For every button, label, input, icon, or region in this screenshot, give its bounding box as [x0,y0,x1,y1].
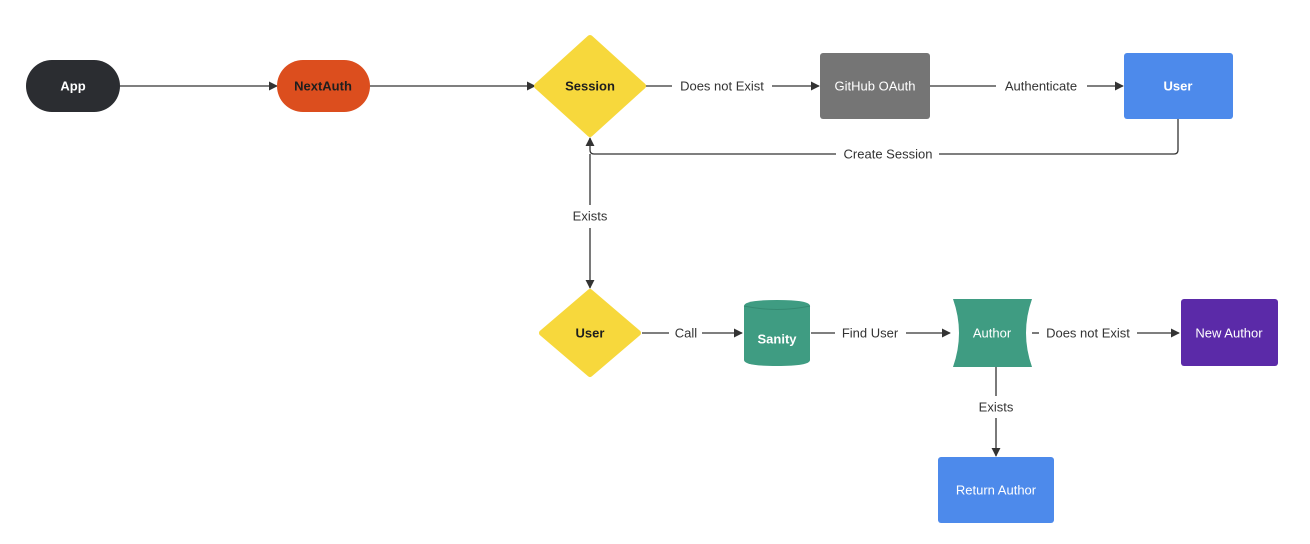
node-user-decision[interactable]: User [539,289,641,377]
node-session[interactable]: Session [534,35,646,137]
edge-create-session-left [585,137,836,155]
node-nextauth[interactable]: NextAuth [277,60,370,112]
node-app-label: App [60,79,85,94]
node-session-label: Session [565,79,615,94]
edge-label-call: Call [675,326,698,341]
node-return-author[interactable]: Return Author [938,457,1054,523]
node-app[interactable]: App [26,60,120,112]
node-nextauth-label: NextAuth [294,79,352,94]
node-nextauth-shape [277,60,370,112]
node-return-author-shape [938,457,1054,523]
node-return-author-label: Return Author [956,483,1037,498]
node-author[interactable]: Author [953,299,1032,367]
edge-label-create-session: Create Session [844,147,933,162]
edge-labels: Does not Exist Authenticate Create Sessi… [573,79,1131,415]
node-new-author-label: New Author [1195,326,1263,341]
node-user-top[interactable]: User [1124,53,1233,119]
edge-label-find-user: Find User [842,326,899,341]
edge-label-does-not-exist: Does not Exist [680,79,764,94]
edge-label-does-not-exist-author: Does not Exist [1046,326,1130,341]
edge-label-authenticate: Authenticate [1005,79,1077,94]
node-sanity[interactable]: Sanity [743,300,811,366]
node-user-decision-shape-round [539,289,641,377]
edge-label-exists: Exists [573,209,608,224]
node-user-decision-label: User [576,326,605,341]
edge-label-exists-author: Exists [979,400,1014,415]
node-user-top-shape [1124,53,1233,119]
edges [119,81,1180,457]
node-github-oauth-label: GitHub OAuth [835,79,916,94]
node-user-top-label: User [1164,79,1193,94]
edge-create-session-right [939,119,1179,155]
node-author-shape [953,299,1032,367]
node-app-shape [26,60,120,112]
node-github-oauth-shape [820,53,930,119]
node-sanity-label: Sanity [757,332,797,347]
node-github-oauth[interactable]: GitHub OAuth [820,53,930,119]
node-session-shape-round [534,35,646,137]
node-author-label: Author [973,326,1012,341]
node-new-author-shape [1181,299,1278,366]
node-new-author[interactable]: New Author [1181,299,1278,366]
node-sanity-shape [744,300,810,366]
node-sanity-rim [743,305,811,310]
